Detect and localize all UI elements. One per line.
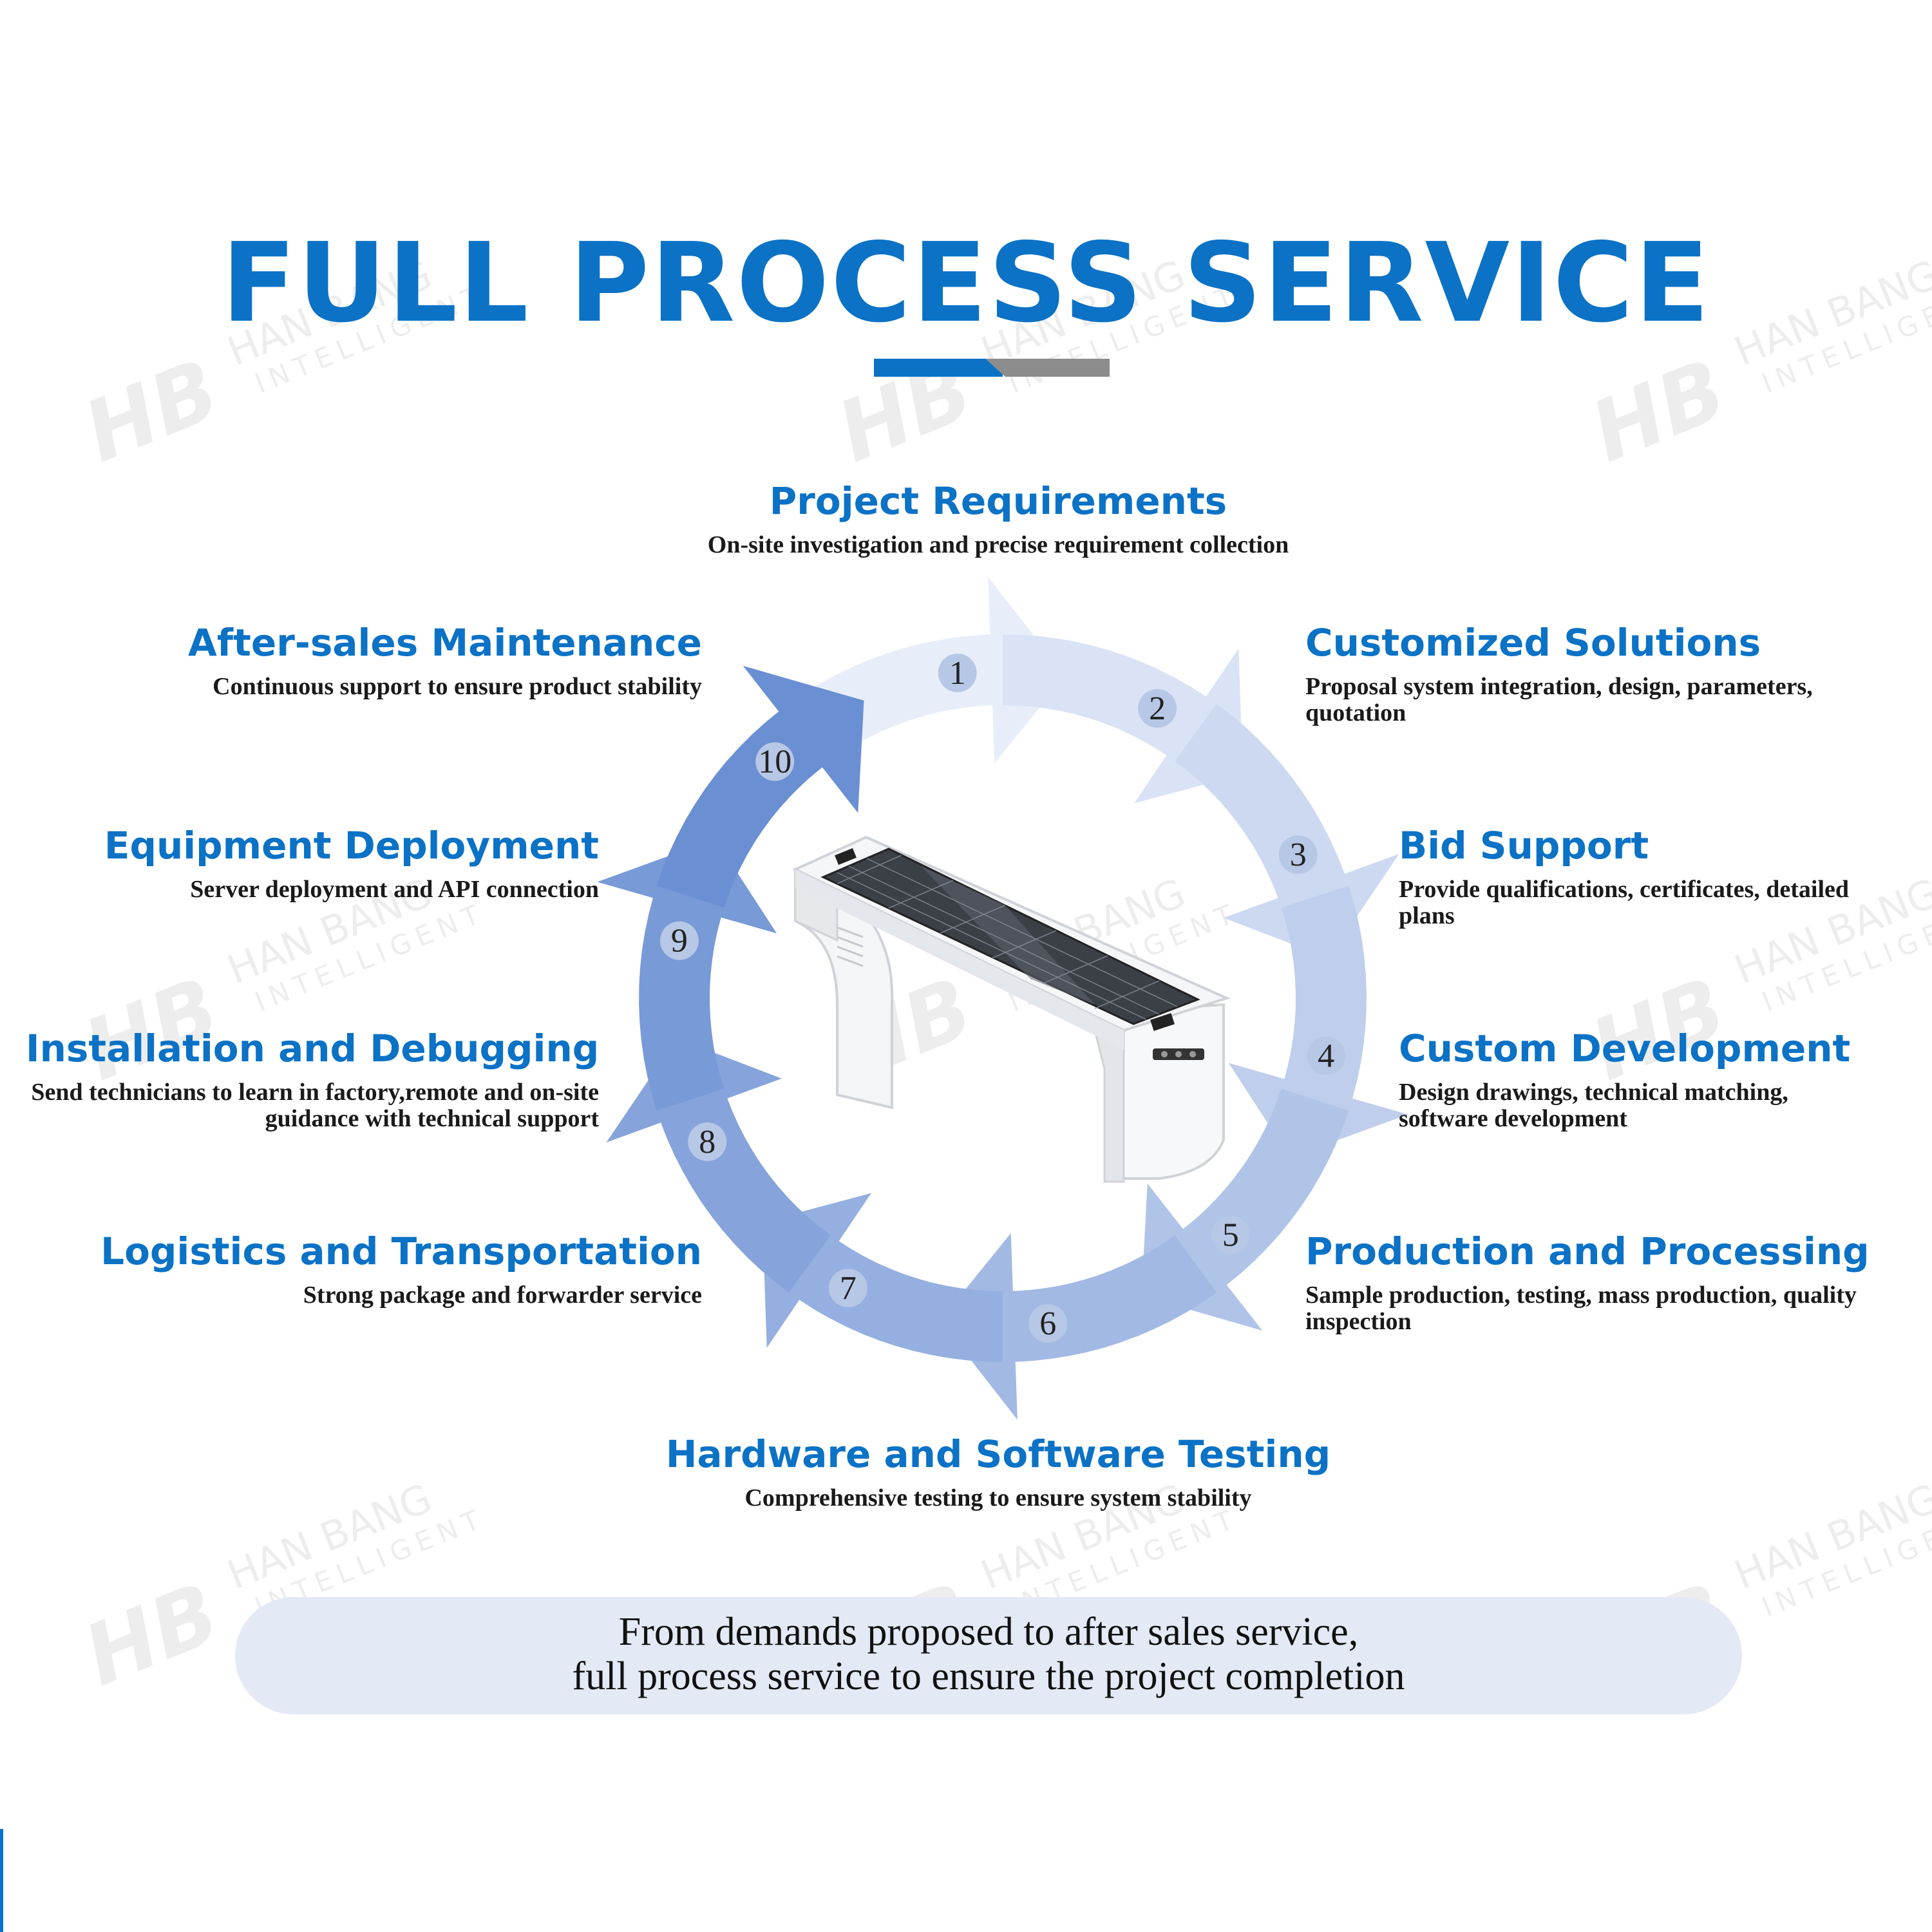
step-heading: Installation and Debugging (26, 1027, 600, 1070)
step-number: 10 (758, 744, 791, 781)
step-heading: Hardware and Software Testing (665, 1432, 1331, 1476)
step-10-label: After-sales Maintenance Continuous suppo… (58, 621, 702, 700)
step-5-label: Production and Processing Sample product… (1305, 1230, 1872, 1336)
title-underline-gray (985, 359, 1110, 377)
step-heading: Project Requirements (769, 479, 1227, 523)
cycle-arrow-segment (656, 665, 864, 908)
step-heading: Production and Processing (1305, 1229, 1870, 1273)
step-description: Design drawings, technical matching, sof… (1399, 1078, 1788, 1133)
step-number-badge (828, 1269, 867, 1307)
step-heading: Logistics and Transportation (100, 1229, 702, 1273)
solar-bench-image (792, 835, 1231, 1183)
step-number-badge (688, 1122, 727, 1161)
cycle-arrow-segment (597, 838, 777, 1111)
step-number: 9 (671, 923, 688, 960)
step-8-label: Installation and Debugging Send technici… (26, 1027, 599, 1133)
footer-line-1: From demands proposed to after sales ser… (618, 1610, 1359, 1654)
step-heading: Customized Solutions (1305, 621, 1761, 665)
step-description: Strong package and forwarder service (303, 1281, 702, 1309)
step-number-badge (1278, 835, 1318, 875)
step-number: 6 (1039, 1305, 1056, 1342)
footer-banner (235, 1597, 1742, 1714)
step-description: Proposal system integration, design, par… (1305, 672, 1813, 727)
footer-text: From demands proposed to after sales ser… (235, 1610, 1742, 1700)
cycle-arrow-segment (1228, 886, 1408, 1158)
step-6-label: Hardware and Software Testing Comprehens… (580, 1433, 1417, 1511)
step-number-badge (938, 653, 977, 692)
step-description: Send technicians to learn in factory,rem… (31, 1078, 599, 1133)
step-number: 4 (1318, 1037, 1334, 1074)
step-1-label: Project Requirements On-site investigati… (612, 480, 1385, 558)
step-heading: Custom Development (1399, 1027, 1851, 1070)
step-7-label: Logistics and Transportation Strong pack… (52, 1230, 702, 1309)
step-number-badge (1211, 1215, 1250, 1255)
cycle-arrow-segment (940, 1233, 1217, 1420)
page-title: FULL PROCESS SERVICE (221, 220, 1711, 347)
step-number: 2 (1149, 690, 1166, 727)
step-3-label: Bid Support Provide qualifications, cert… (1399, 824, 1850, 930)
step-2-label: Customized Solutions Proposal system int… (1305, 621, 1885, 727)
step-4-label: Custom Development Design drawings, tech… (1399, 1027, 1862, 1133)
step-heading: After-sales Maintenance (188, 621, 702, 665)
step-description: Comprehensive testing to ensure system s… (744, 1484, 1252, 1511)
step-number: 8 (699, 1124, 715, 1160)
step-number: 3 (1290, 837, 1307, 873)
step-number-badge (1307, 1036, 1346, 1075)
step-number-badge (1138, 689, 1177, 728)
step-number: 7 (840, 1270, 857, 1307)
step-9-label: Equipment Deployment Server deployment a… (64, 824, 599, 903)
step-heading: Equipment Deployment (104, 824, 599, 867)
step-description: On-site investigation and precise requir… (707, 531, 1289, 558)
footer-line-2: full process service to ensure the proje… (572, 1654, 1405, 1699)
step-number: 5 (1222, 1217, 1239, 1253)
step-description: Continuous support to ensure product sta… (213, 672, 702, 700)
step-description: Sample production, testing, mass product… (1305, 1281, 1857, 1336)
step-description: Provide qualifications, certificates, de… (1399, 875, 1850, 930)
step-number-badge (1028, 1304, 1068, 1343)
step-number-badge (755, 742, 795, 781)
title-underline-blue (874, 359, 1003, 377)
step-heading: Bid Support (1399, 824, 1649, 867)
edge-accent-line (0, 1829, 3, 1932)
step-description: Server deployment and API connection (190, 875, 599, 903)
step-number-badge (659, 921, 699, 960)
step-number: 1 (949, 655, 966, 692)
